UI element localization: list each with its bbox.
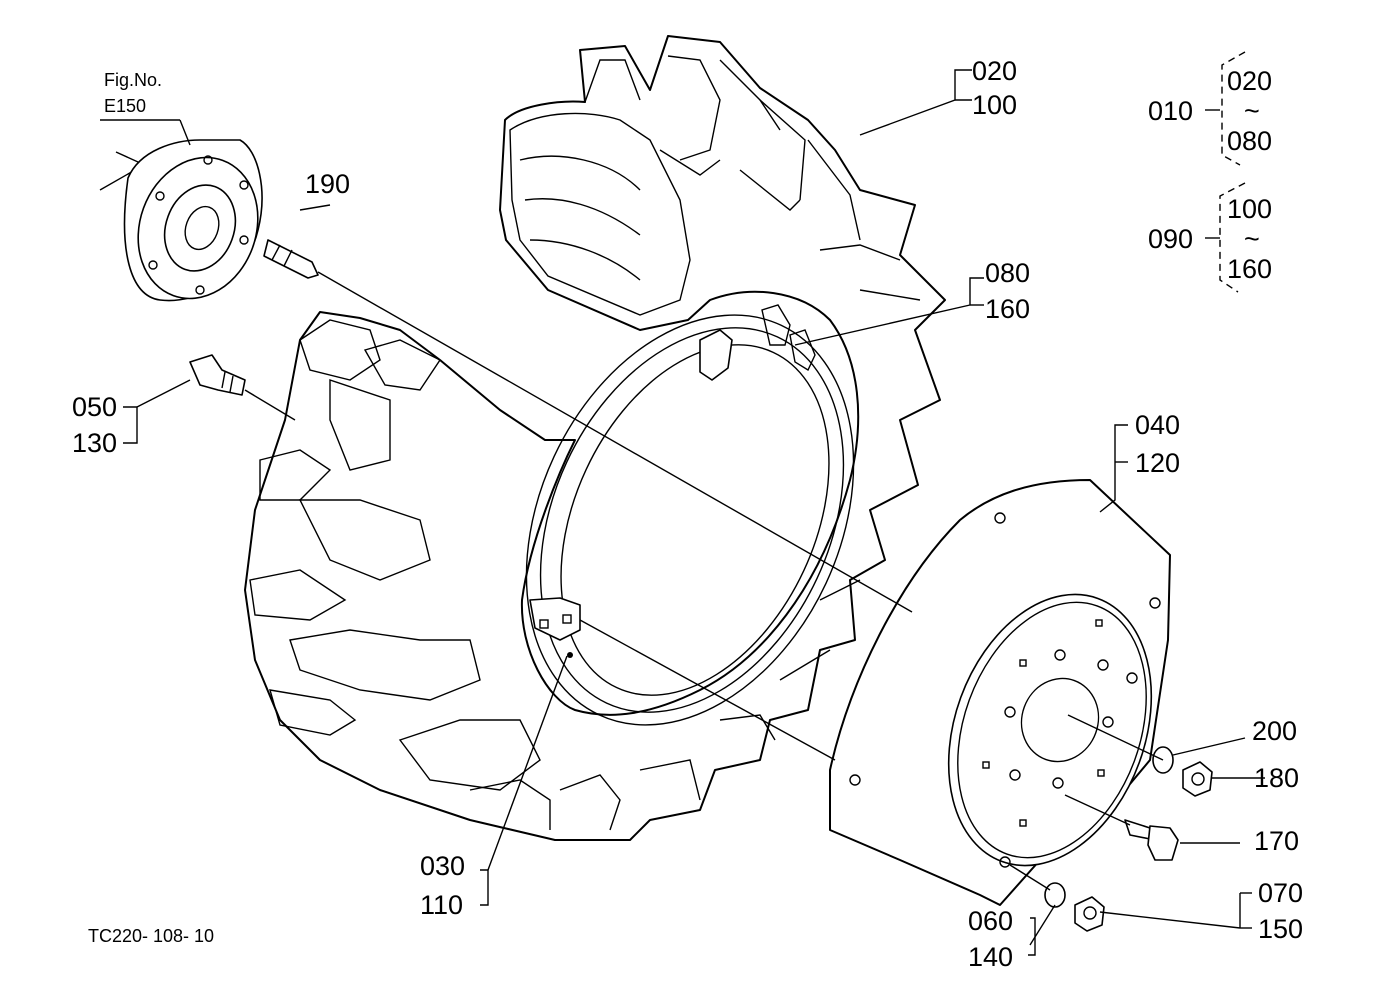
drawing-code: TC220- 108- 10 <box>88 926 214 946</box>
range2-to: 160 <box>1227 254 1272 284</box>
tire-icon <box>244 35 946 841</box>
range1-from: 020 <box>1227 66 1272 96</box>
callout-030: 030 <box>420 851 465 881</box>
callout-120: 120 <box>1135 448 1180 478</box>
range1-tilde: ~ <box>1244 96 1260 126</box>
range2-tilde: ~ <box>1244 224 1260 254</box>
axle-hub-icon <box>99 139 263 302</box>
bolt-icon <box>189 354 246 396</box>
callout-060: 060 <box>968 906 1013 936</box>
callout-200: 200 <box>1252 716 1297 746</box>
callout-140: 140 <box>968 942 1013 972</box>
callout-020: 020 <box>972 56 1017 86</box>
callout-100: 100 <box>972 90 1017 120</box>
lock-washer-icon <box>1044 746 1174 908</box>
callout-190: 190 <box>305 169 350 199</box>
stud-bolt-icon <box>263 239 319 279</box>
leader-lines <box>100 69 1265 956</box>
callout-040: 040 <box>1135 410 1180 440</box>
nut-icon <box>1074 761 1213 932</box>
callout-160: 160 <box>985 294 1030 324</box>
range-brackets <box>1205 51 1246 293</box>
wheel-rim-icon <box>525 304 855 726</box>
hex-bolt-icon <box>1124 819 1179 861</box>
callout-080: 080 <box>985 258 1030 288</box>
range1-code: 010 <box>1148 96 1193 126</box>
callout-130: 130 <box>72 428 117 458</box>
figure-ref-line2: E150 <box>104 96 146 116</box>
range2-from: 100 <box>1227 194 1272 224</box>
callout-180: 180 <box>1254 763 1299 793</box>
text-labels: Fig.No. E150 020 100 190 080 160 050 130… <box>72 56 1303 972</box>
callout-110: 110 <box>420 890 463 920</box>
valve-icon <box>567 652 573 658</box>
range1-to: 080 <box>1227 126 1272 156</box>
wheel-disc-icon <box>829 479 1171 906</box>
callout-150: 150 <box>1258 914 1303 944</box>
figure-ref-line1: Fig.No. <box>104 70 162 90</box>
callout-170: 170 <box>1254 826 1299 856</box>
callout-050: 050 <box>72 392 117 422</box>
callout-070: 070 <box>1258 878 1303 908</box>
range2-code: 090 <box>1148 224 1193 254</box>
